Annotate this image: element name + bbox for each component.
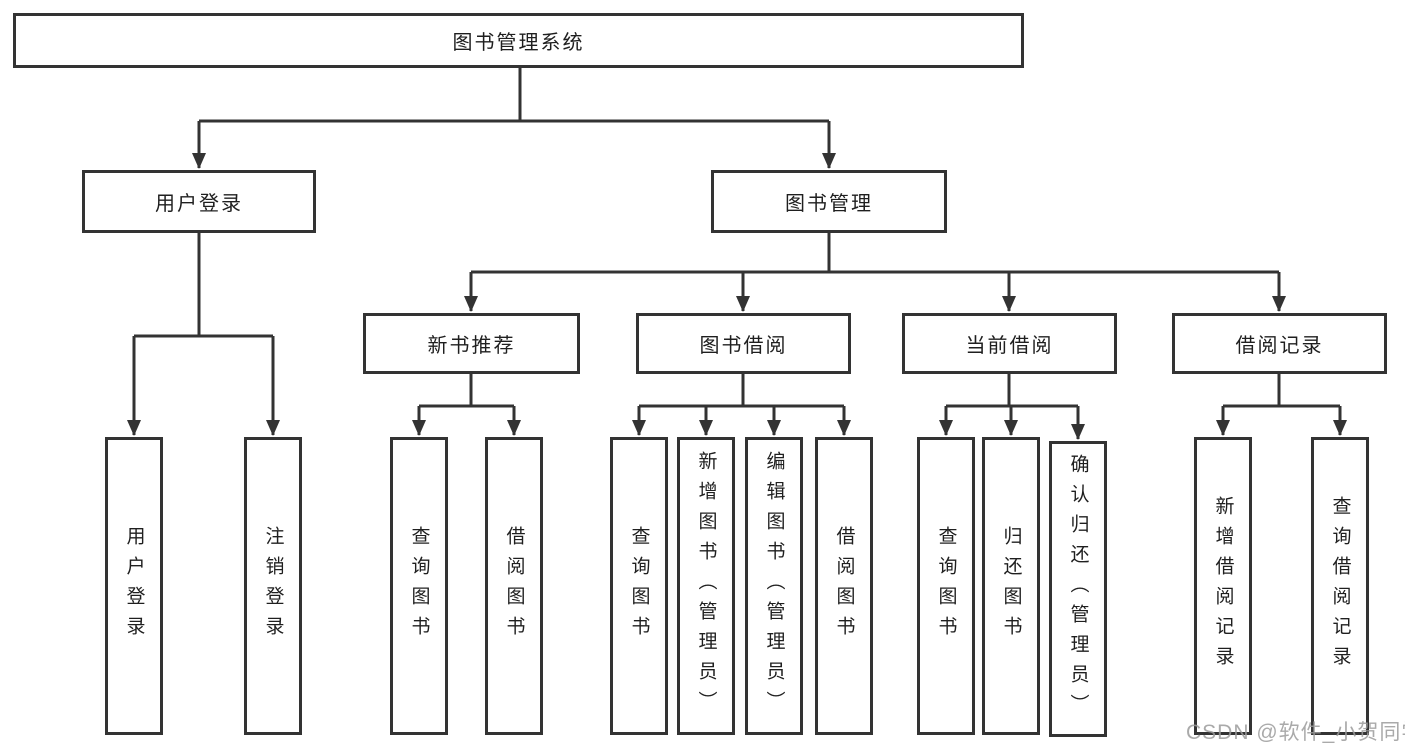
node-root-label: 图书管理系统	[452, 32, 585, 54]
node-borrow-records-label: 借阅记录	[1235, 335, 1324, 357]
leaf-newbooks-borrow: 借阅图书	[485, 437, 543, 735]
leaf-records-query: 查询借阅记录	[1311, 437, 1369, 735]
node-root: 图书管理系统	[13, 13, 1024, 68]
leaf-records-add: 新增借阅记录	[1194, 437, 1252, 735]
leaf-newbooks-query-label: 查询图书	[408, 526, 430, 646]
connector-user-login	[134, 233, 273, 338]
leaf-newbooks-query: 查询图书	[390, 437, 448, 735]
leaf-current-confirm-label: 确认归还（管理员）	[1067, 454, 1089, 724]
leaf-logout: 注销登录	[244, 437, 302, 735]
leaf-borrow-borrow-label: 借阅图书	[833, 526, 855, 646]
leaf-newbooks-borrow-label: 借阅图书	[503, 526, 525, 646]
leaf-current-return-label: 归还图书	[1000, 526, 1022, 646]
leaf-logout-label: 注销登录	[262, 526, 284, 646]
leaf-records-add-label: 新增借阅记录	[1212, 496, 1234, 676]
node-user-login: 用户登录	[82, 170, 316, 233]
node-new-books-label: 新书推荐	[427, 335, 516, 357]
leaf-user-login: 用户登录	[105, 437, 163, 735]
watermark: CSDN @软件_小贺同学	[1186, 721, 1405, 744]
leaf-borrow-borrow: 借阅图书	[815, 437, 873, 735]
node-new-books: 新书推荐	[363, 313, 580, 374]
leaf-records-query-label: 查询借阅记录	[1329, 496, 1351, 676]
leaf-user-login-label: 用户登录	[123, 526, 145, 646]
leaf-current-return: 归还图书	[982, 437, 1040, 735]
leaf-borrow-add: 新增图书（管理员）	[677, 437, 735, 735]
node-book-mgmt: 图书管理	[711, 170, 947, 233]
node-book-borrow-label: 图书借阅	[699, 335, 788, 357]
leaf-borrow-query: 查询图书	[610, 437, 668, 735]
connector-book-mgmt	[471, 233, 1279, 274]
node-current-borrow-label: 当前借阅	[965, 335, 1054, 357]
leaf-borrow-query-label: 查询图书	[628, 526, 650, 646]
connector-new-books	[419, 374, 514, 408]
leaf-current-query-label: 查询图书	[935, 526, 957, 646]
leaf-borrow-edit-label: 编辑图书（管理员）	[763, 451, 785, 721]
connector-borrow-records	[1223, 374, 1340, 408]
node-current-borrow: 当前借阅	[902, 313, 1117, 374]
connector-current-borrow	[946, 374, 1078, 408]
leaf-borrow-add-label: 新增图书（管理员）	[695, 451, 717, 721]
connector-book-borrow	[639, 374, 844, 408]
node-borrow-records: 借阅记录	[1172, 313, 1387, 374]
leaf-current-query: 查询图书	[917, 437, 975, 735]
connector-root	[199, 68, 829, 123]
leaf-current-confirm: 确认归还（管理员）	[1049, 441, 1107, 737]
node-book-borrow: 图书借阅	[636, 313, 851, 374]
node-book-mgmt-label: 图书管理	[785, 193, 873, 215]
leaf-borrow-edit: 编辑图书（管理员）	[745, 437, 803, 735]
node-user-login-label: 用户登录	[155, 193, 243, 215]
